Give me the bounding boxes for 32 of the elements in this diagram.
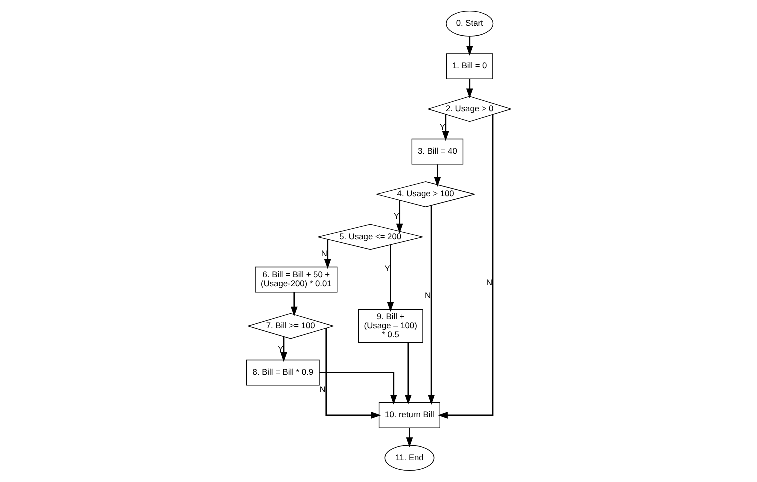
- arrow: [434, 164, 441, 187]
- node-box: 10. return Bill: [378, 402, 440, 428]
- arrow: [466, 36, 473, 56]
- node-diamond: 7. Bill >= 100: [246, 313, 334, 340]
- arrow: [319, 372, 397, 405]
- arrow: [406, 428, 413, 448]
- node-ellipse: 0. Start: [446, 10, 494, 37]
- edge-label: Y: [278, 344, 284, 354]
- arrow: [438, 114, 494, 419]
- node-box: 1. Bill = 0: [446, 54, 493, 80]
- edge-label: N: [319, 384, 326, 395]
- arrow: [404, 342, 412, 405]
- arrow: [396, 200, 403, 234]
- edge-label: Y: [384, 264, 390, 274]
- edge-label: Y: [393, 211, 399, 222]
- node-diamond: 4. Usage > 100: [376, 182, 475, 208]
- arrow: [290, 292, 298, 317]
- edge-label: N: [424, 290, 431, 300]
- edge-label: N: [320, 248, 327, 259]
- arrow: [325, 328, 381, 419]
- arrow: [280, 337, 287, 362]
- node-box: 3. Bill = 40: [411, 138, 464, 165]
- node-diamond: 2. Usage > 0: [426, 96, 512, 122]
- arrow: [324, 240, 331, 270]
- edge-label: N: [486, 278, 492, 288]
- node-box: 9. Bill + (Usage – 100) * 0.5: [358, 310, 423, 344]
- arrow: [386, 245, 394, 312]
- arrow: [428, 206, 435, 405]
- node-box: 8. Bill = Bill * 0.9: [246, 360, 320, 386]
- node-ellipse: 11. End: [384, 445, 434, 472]
- arrow: [466, 79, 473, 99]
- node-box: 6. Bill = Bill + 50 + (Usage-200) * 0.01: [254, 266, 338, 293]
